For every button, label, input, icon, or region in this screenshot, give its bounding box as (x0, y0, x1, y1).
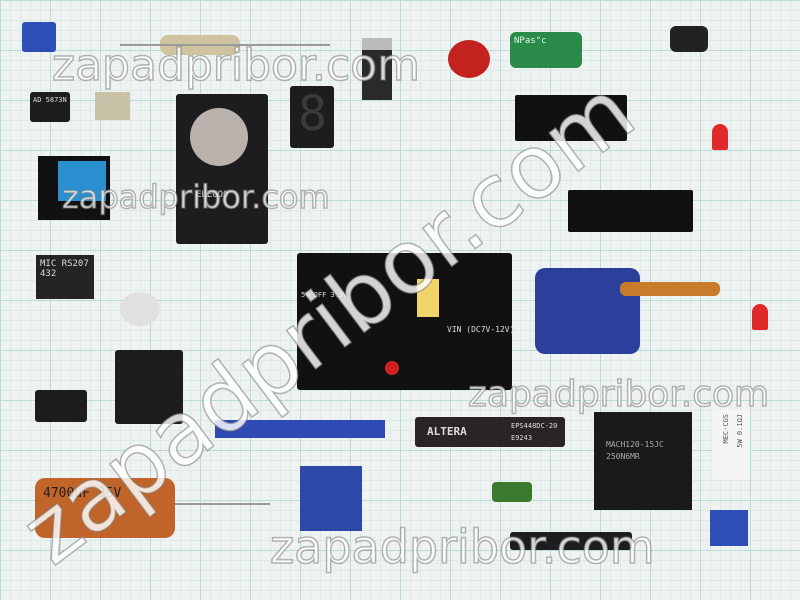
mach-plcc-chip: MACH120-15JC 250N6MR (594, 412, 692, 510)
altera-eprom: ALTERA EPS448DC-20 E9243 (415, 417, 565, 447)
dip-chip: AD 5873N (30, 92, 70, 122)
ic-socket (515, 95, 627, 141)
film-capacitor-green (492, 482, 532, 502)
seven-segment-display: 8 (290, 86, 334, 148)
relay-blue (38, 156, 110, 220)
watermark-bottom: zapadpribor.com (269, 519, 655, 575)
edge-connector-blue (215, 420, 385, 438)
qfn-chip-socket (115, 350, 183, 424)
trimmer-potentiometer-blue (22, 22, 56, 52)
electrolytic-capacitor: 4700uF 35V (35, 478, 175, 538)
power-module-pcb: 5V OFF 3.3V VIN (DC7V-12V) (297, 253, 514, 390)
sip-resistor-network (510, 532, 632, 550)
red-led (712, 124, 728, 150)
crystal-oscillator (95, 92, 130, 120)
cement-resistor: 5W 0.1ΩJ MEC-CGS (712, 410, 750, 480)
servo-horn-wires (620, 282, 720, 296)
trimmer-potentiometer-blue-2 (710, 510, 748, 546)
green-capacitor: NPas°c (510, 32, 582, 68)
watermark-left: zapadpribor.com (61, 177, 330, 217)
ceramic-capacitor-red (448, 40, 490, 78)
soic-chip (35, 390, 87, 422)
clear-led (120, 292, 160, 326)
red-led-2 (752, 304, 768, 330)
inductor (670, 26, 708, 52)
to220-regulator (362, 38, 392, 100)
watermark-middle-right: zapadpribor.com (467, 373, 770, 416)
chip-marking: AD 5873N (33, 96, 67, 104)
module-brand: ELEGOO (196, 190, 229, 200)
ic-socket-2 (568, 190, 693, 232)
servo-motor (535, 268, 640, 354)
rtc-module-pcb: ELEGOO (176, 94, 268, 244)
bridge-rectifier: MIC RS207 432 (36, 255, 94, 299)
gyro-module-blue (300, 466, 362, 531)
watermark-top: zapadpribor.com (51, 39, 420, 92)
